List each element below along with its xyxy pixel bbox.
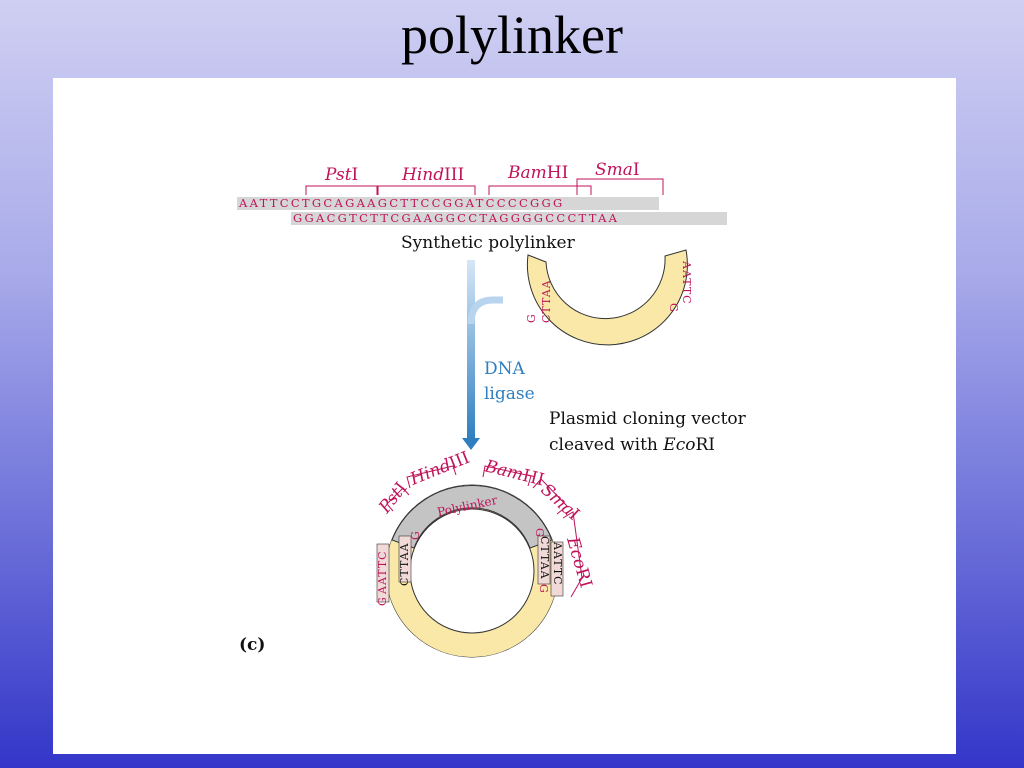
top-strand-shade [237, 197, 659, 210]
right-junction-box-outer [550, 541, 564, 597]
site-smai: SmaI [595, 160, 640, 180]
dna-label: DNA [484, 359, 526, 379]
figure-panel: PstI HindIII BamHI SmaI AATTCCTGCAGAAGCT… [53, 78, 956, 754]
bamhi-bracket [488, 185, 592, 195]
smai-bracket [576, 178, 664, 195]
plasmid-label-line2: cleaved with EcoRI [549, 435, 715, 455]
arrow-head [462, 438, 480, 450]
product-right-inner-g: G [533, 528, 546, 538]
plasmid-inner-edge [409, 508, 535, 634]
arrow-branch [467, 296, 503, 325]
polylinker-diagram: PstI HindIII BamHI SmaI AATTCCTGCAGAAGCT… [237, 160, 747, 658]
ligase-arrow: DNA ligase [462, 260, 535, 450]
recombinant-plasmid: G AATTC CTTAA G G CTTAA AATTC G Polylink… [375, 448, 596, 658]
vector-left-outer: G [525, 313, 538, 323]
synthetic-polylinker-label: Synthetic polylinker [401, 233, 576, 253]
product-psti-bracket [386, 487, 410, 512]
product-left-outer-g: G [376, 596, 389, 606]
product-hindiii-bracket [406, 465, 457, 489]
hindiii-bracket [377, 185, 476, 195]
product-right-inner: CTTAA [538, 536, 551, 580]
product-bamhi-bracket [482, 465, 532, 487]
slide-title: polylinker [401, 5, 623, 65]
panel-label: (c) [239, 635, 265, 655]
vector-ring [526, 249, 688, 346]
top-strand-sequence: AATTCCTGCAGAAGCTTCCGGATCCCCGGG [238, 196, 565, 210]
right-junction-box-inner [537, 535, 551, 585]
product-right-outer: AATTC [551, 541, 564, 586]
vector-right-outer: AATTC [680, 260, 693, 305]
product-site-psti: PstI [375, 479, 412, 518]
bottom-strand-sequence: GGACGTCTTCGAAGGCCTAGGGGCCCTTAA [293, 211, 619, 225]
product-smai-bracket [532, 478, 568, 515]
vector-right-inner: G [667, 303, 680, 313]
product-left-inner-g: G [409, 530, 422, 540]
vector-left-inner: CTTAA [540, 279, 553, 323]
plasmid-label-line1: Plasmid cloning vector [549, 409, 747, 429]
ligase-label: ligase [484, 384, 535, 404]
product-site-bamhi: BamHI [482, 456, 546, 490]
product-left-outer: AATTC [376, 550, 389, 595]
product-left-inner: CTTAA [398, 542, 411, 586]
product-ecori-bracket [562, 511, 583, 598]
product-site-ecori: EcoRI [562, 534, 596, 590]
left-junction-box-inner [398, 535, 412, 583]
bottom-strand-shade [291, 212, 727, 225]
synthetic-polylinker: PstI HindIII BamHI SmaI AATTCCTGCAGAAGCT… [237, 160, 727, 253]
site-bamhi: BamHI [507, 163, 568, 183]
psti-bracket [305, 185, 378, 195]
cleaved-vector: G CTTAA AATTC G Plasmid cloning vector c… [525, 249, 747, 455]
site-hindiii: HindIII [401, 165, 464, 185]
arrow-shaft [467, 260, 475, 440]
product-right-outer-g: G [537, 584, 550, 594]
product-site-hindiii: HindIII [406, 448, 472, 490]
polylinker-arc [391, 485, 553, 549]
site-psti: PstI [324, 165, 358, 185]
left-junction-box-outer [376, 543, 390, 603]
product-site-smai: SmaI [537, 480, 584, 525]
